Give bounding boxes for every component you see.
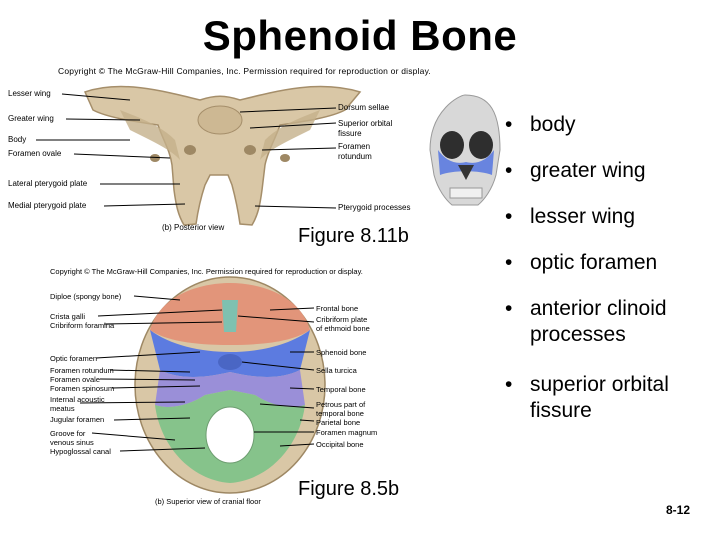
label-jugular-foramen: Jugular foramen (50, 415, 105, 424)
label-fissure: fissure (338, 129, 362, 138)
sphenoid-bone-drawing (83, 85, 362, 226)
label-frontal-bone: Frontal bone (316, 304, 359, 313)
bullet-text: superior orbital fissure (530, 373, 669, 422)
skull-locator-illustration (429, 94, 501, 206)
bullet-item: • optic foramen (505, 250, 720, 276)
label-lateral-pterygoid-plate: Lateral pterygoid plate (8, 179, 88, 188)
label-cribriform-foramina: Cribriform foramina (50, 321, 115, 330)
figure-caption-8-5b: Figure 8.5b (298, 478, 400, 500)
label-pterygoid-processes: Pterygoid processes (338, 203, 411, 212)
label-of-ethmoid-bone: of ethmoid bone (316, 324, 370, 333)
bullet-dot: • (505, 297, 513, 320)
bullet-text: optic foramen (530, 251, 658, 274)
label-rotundum: rotundum (338, 152, 372, 161)
posterior-view-caption: (b) Posterior view (162, 223, 225, 232)
label-foramen-rotundum: Foramen rotundum (50, 366, 114, 375)
figure-caption-8-11b: Figure 8.11b (298, 225, 409, 247)
label-lesser-wing: Lesser wing (8, 89, 51, 98)
bullet-dot: • (505, 159, 513, 182)
label-cribriform-plate: Cribriform plate (316, 315, 368, 324)
label-temporal-bone-2: temporal bone (316, 409, 364, 418)
bullet-text: greater wing (530, 159, 646, 182)
label-hypoglossal-canal: Hypoglossal canal (50, 447, 111, 456)
label-parietal-bone: Parietal bone (316, 418, 361, 427)
bullet-text: lesser wing (530, 205, 636, 228)
label-foramen-spinosum: Foramen spinosum (50, 384, 115, 393)
label-sella-turcica: Sella turcica (316, 366, 357, 375)
label-optic-foramen: Optic foramen (50, 354, 98, 363)
bullet-dot: • (505, 373, 513, 396)
label-internal-acoustic: Internal acoustic (50, 395, 105, 404)
label-sphenoid-bone: Sphenoid bone (316, 348, 367, 357)
bullet-dot: • (505, 205, 513, 228)
label-medial-pterygoid-plate: Medial pterygoid plate (8, 201, 87, 210)
label-temporal-bone: Temporal bone (316, 385, 366, 394)
page-number: 8-12 (666, 503, 691, 517)
cranial-floor-illustration (134, 276, 326, 494)
bullet-item: • lesser wing (505, 204, 720, 230)
bullet-dot: • (505, 251, 513, 274)
copyright-notice-bottom: Copyright © The McGraw-Hill Companies, I… (50, 267, 363, 276)
label-groove-for: Groove for (50, 429, 86, 438)
label-occipital-bone: Occipital bone (316, 440, 364, 449)
label-venous-sinus: venous sinus (50, 438, 94, 447)
label-superior-orbital: Superior orbital (338, 119, 393, 128)
bullet-dot: • (505, 113, 513, 136)
label-petrous-part-of: Petrous part of (316, 400, 366, 409)
label-foramen-ovale: Foramen ovale (8, 149, 62, 158)
bullet-item: • anterior clinoid processes (505, 296, 720, 348)
label-body: Body (8, 135, 27, 144)
copyright-notice-top: Copyright © The McGraw-Hill Companies, I… (58, 66, 431, 76)
label-foramen-magnum: Foramen magnum (316, 428, 378, 437)
bottom-figure-leader-lines (79, 295, 315, 452)
bullet-item: • superior orbital fissure (505, 372, 720, 424)
slide-title: Sphenoid Bone (202, 12, 518, 59)
label-dorsum-sellae: Dorsum sellae (338, 103, 390, 112)
label-meatus: meatus (50, 404, 75, 413)
bullet-text: body (530, 113, 576, 136)
label-foramen: Foramen (338, 142, 371, 151)
bullet-text: anterior clinoid processes (530, 297, 667, 346)
bullet-item: • body (505, 112, 720, 138)
bullet-item: • greater wing (505, 158, 720, 184)
label-greater-wing: Greater wing (8, 114, 54, 123)
superior-view-caption: (b) Superior view of cranial floor (155, 497, 261, 506)
label-diploe: Diploe (spongy bone) (50, 292, 122, 301)
label-foramen-ovale-bottom: Foramen ovale (50, 375, 101, 384)
top-figure-leader-lines (36, 93, 337, 209)
label-crista-galli: Crista galli (50, 312, 86, 321)
